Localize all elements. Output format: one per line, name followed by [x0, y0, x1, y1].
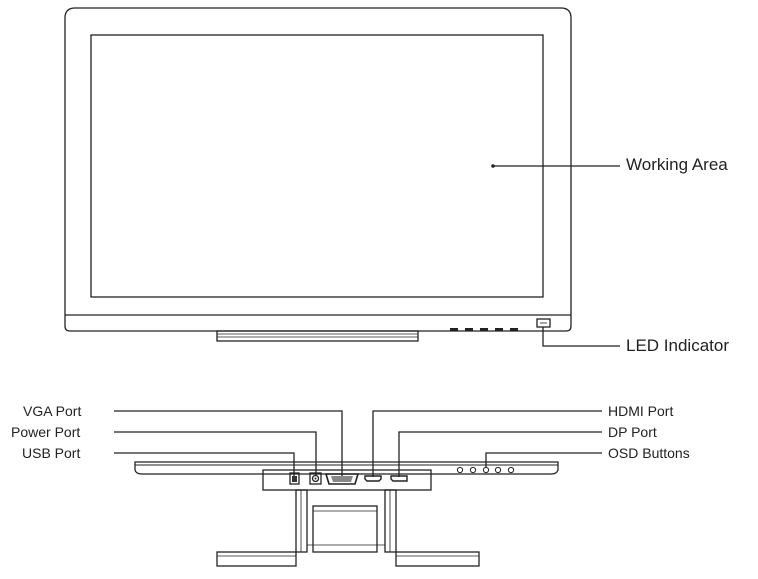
osd-buttons-label: OSD Buttons: [608, 445, 690, 461]
monitor-stand-base: [216, 330, 419, 342]
hdmi-port-label: HDMI Port: [608, 403, 674, 419]
hdmi-port-icon: [364, 475, 382, 482]
usb-port-label: USB Port: [22, 445, 81, 461]
led-indicator-label: LED Indicator: [626, 336, 729, 355]
working-area-screen: [90, 34, 544, 298]
stand-bottom-view: [216, 489, 480, 567]
power-port-leader: [114, 431, 317, 476]
osd-buttons-icons: [456, 466, 515, 474]
led-indicator-leader: [542, 327, 620, 347]
hdmi-port-leader: [372, 410, 602, 477]
power-port-label: Power Port: [11, 424, 81, 440]
working-area-label: Working Area: [626, 155, 728, 174]
monitor-bottom-body: [134, 461, 559, 475]
port-panel: [262, 469, 432, 491]
front-osd-buttons: [450, 328, 518, 331]
monitor-bezel: [64, 7, 572, 332]
vga-port-label: VGA Port: [23, 403, 82, 419]
vga-port-leader: [114, 410, 343, 476]
dp-port-leader: [398, 431, 602, 477]
dp-port-label: DP Port: [608, 424, 657, 440]
vga-port-icon: [324, 473, 360, 485]
usb-port-leader: [114, 452, 295, 476]
dp-port-icon: [390, 475, 408, 482]
osd-buttons-leader: [485, 452, 602, 467]
